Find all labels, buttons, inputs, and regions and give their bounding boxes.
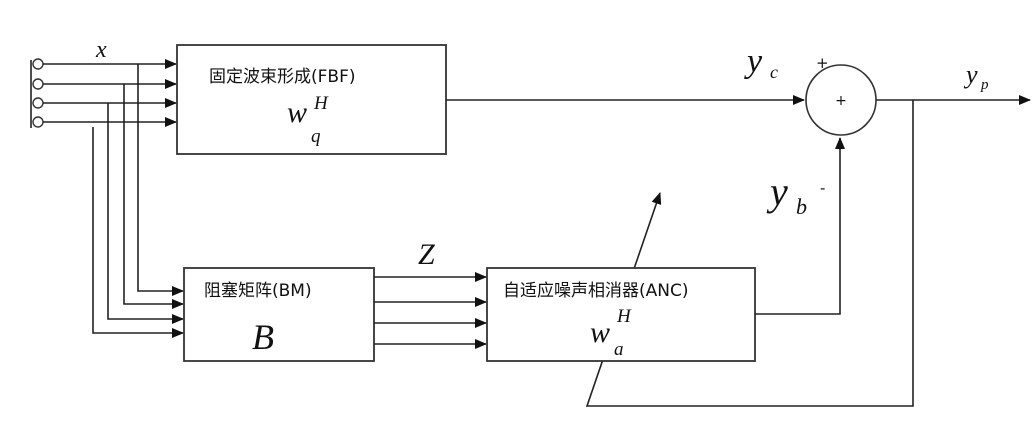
microphone-array bbox=[30, 58, 44, 128]
fbf-label: 固定波束形成(FBF) bbox=[209, 67, 355, 87]
yc-sign: + bbox=[816, 54, 829, 72]
bm-label: 阻塞矩阵(BM) bbox=[204, 281, 312, 301]
yp-sub: p bbox=[980, 77, 989, 93]
anc-weight-sub: a bbox=[614, 339, 624, 360]
input-label: x bbox=[95, 37, 107, 63]
yc-sub: c bbox=[770, 62, 778, 82]
fbf-weight-sub: q bbox=[311, 126, 321, 147]
input-lines bbox=[43, 59, 184, 338]
blocked-signal-label: Z bbox=[418, 238, 435, 271]
anc-weight-sup: H bbox=[616, 306, 632, 327]
yc-label: y bbox=[744, 43, 763, 80]
anc-weight: w bbox=[590, 316, 610, 349]
bm-output-lines bbox=[374, 272, 487, 349]
anc-block: 自适应噪声相消器(ANC) w a H bbox=[486, 267, 756, 362]
yb-label: y bbox=[766, 169, 788, 214]
anc-output-line bbox=[755, 137, 845, 315]
yp-label: y bbox=[963, 60, 978, 89]
summer-symbol: + bbox=[835, 93, 847, 109]
yb-sub: b bbox=[796, 194, 807, 219]
fbf-block: 固定波束形成(FBF) w q H bbox=[176, 44, 447, 155]
fbf-weight-sup: H bbox=[313, 93, 329, 114]
bm-block: 阻塞矩阵(BM) B bbox=[183, 267, 375, 362]
fbf-weight: w bbox=[287, 96, 307, 129]
yb-sign: - bbox=[820, 179, 825, 197]
summing-junction: + bbox=[805, 64, 877, 136]
anc-label: 自适应噪声相消器(ANC) bbox=[503, 281, 688, 301]
bm-symbol: B bbox=[252, 317, 274, 357]
